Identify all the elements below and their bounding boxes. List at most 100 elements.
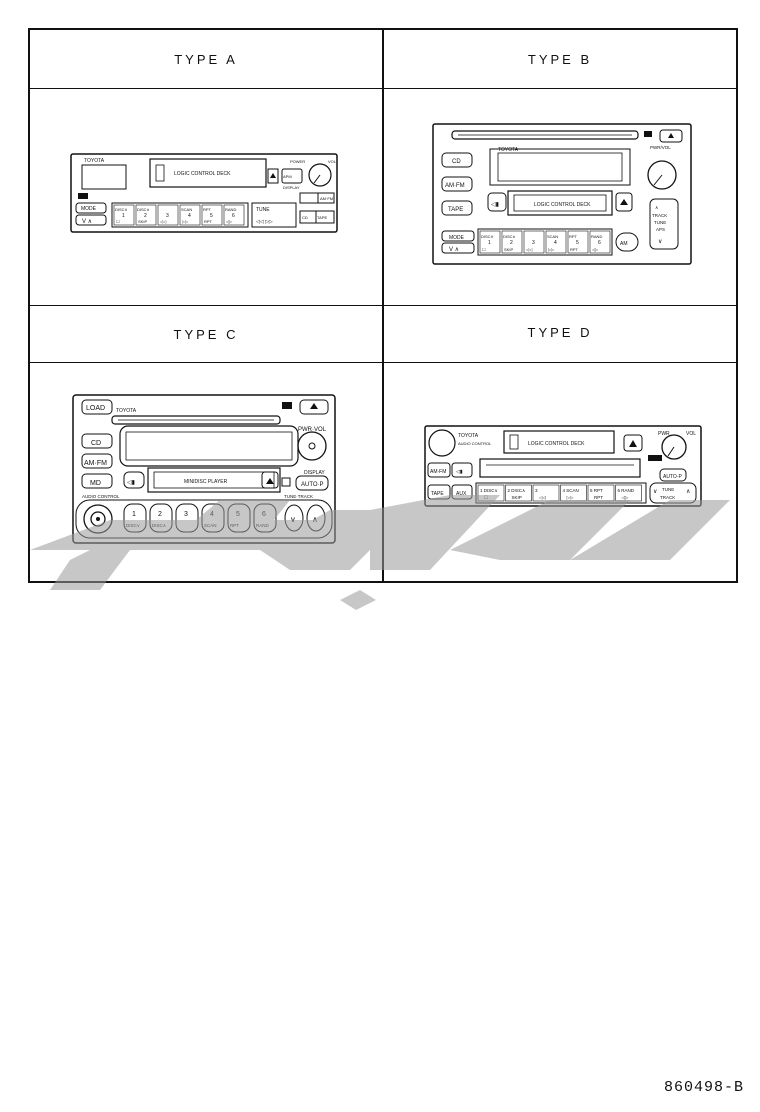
svg-text:◁▮: ◁▮ (491, 202, 499, 208)
grid-divider-row1 (28, 88, 738, 89)
c-display: DISPLAY (304, 470, 325, 476)
b-preset-sub: RPT (570, 247, 579, 252)
b-deck-label: LOGIC CONTROL DECK (534, 202, 591, 208)
c-audio-control: AUDIO CONTROL (82, 494, 120, 499)
a-tune: TUNE (256, 207, 270, 213)
b-preset-top: RPT (569, 234, 578, 239)
c-md: MD (90, 480, 101, 487)
d-preset-sub: ◁▷ (622, 495, 629, 500)
c-cd: CD (91, 440, 101, 447)
d-preset-top: 3 (535, 488, 538, 493)
grid-divider-row3 (28, 362, 738, 363)
b-preset-3[interactable] (523, 230, 545, 254)
b-preset-2[interactable] (501, 230, 523, 254)
d-preset-top: 6 RAND (618, 488, 635, 493)
b-preset-top: DISC∧ (503, 234, 516, 239)
a-deck-label: LOGIC CONTROL DECK (174, 171, 231, 177)
svg-text:◁▮: ◁▮ (127, 480, 135, 486)
a-preset-num: 4 (188, 213, 191, 219)
d-preset-2[interactable] (505, 484, 532, 502)
label-type-a: TYPE A (174, 52, 238, 67)
a-preset-buttons: DISC∨1☐DISC∧2SKIP3◁◁SCAN4▷▷RPT5RPTRAND6◁… (113, 204, 245, 226)
a-preset-1[interactable] (113, 204, 135, 226)
a-preset-num: 6 (232, 213, 235, 219)
a-display: DISPLAY (283, 185, 300, 190)
a-preset-num: 3 (166, 213, 169, 219)
b-preset-sub: ◁▷ (592, 247, 599, 252)
b-preset-top: RAND (591, 234, 602, 239)
b-track: TRACK (652, 213, 667, 218)
a-preset-sub: ☐ (116, 219, 120, 224)
svg-text:◁◁ ▷▷: ◁◁ ▷▷ (256, 219, 273, 225)
figure-id: 860498-B (663, 1079, 744, 1096)
d-vol: VOL (686, 431, 696, 437)
a-volume-knob (308, 163, 332, 187)
d-pwr: PWR (658, 431, 670, 437)
d-preset-3[interactable] (532, 484, 560, 502)
a-eject-icon (270, 173, 276, 178)
a-preset-4[interactable] (179, 204, 201, 226)
d-preset-top: 4 SCAN (563, 488, 579, 493)
c-preset-num: 2 (158, 511, 162, 518)
b-preset-sub: ▷▷ (548, 247, 555, 252)
b-preset-6[interactable] (589, 230, 611, 254)
svg-text:∨: ∨ (653, 489, 657, 495)
d-preset-sub: RPT (594, 495, 603, 500)
a-preset-2[interactable] (135, 204, 157, 226)
svg-text:∨: ∨ (658, 239, 662, 245)
a-preset-top: DISC∨ (115, 207, 128, 212)
d-preset-sub: ▷▷ (567, 495, 574, 500)
b-pwr-vol: PWR/VOL (650, 145, 671, 150)
a-amfm: AM·FM (320, 196, 333, 201)
c-brand: TOYOTA (116, 408, 137, 414)
c-load: LOAD (86, 405, 105, 412)
d-track: TRACK (660, 495, 675, 500)
a-tape: TAPE (317, 215, 327, 220)
radio-type-b: PWR/VOL TOYOTA CD AM·FM TAPE ◁▮ LOGIC CO… (432, 123, 692, 265)
a-cd: CD (302, 215, 308, 220)
b-amfm: AM·FM (445, 183, 465, 189)
b-preset-5[interactable] (567, 230, 589, 254)
d-audio-control: AUDIO CONTROL (458, 441, 492, 446)
watermark-logo (30, 495, 730, 610)
d-preset-top: 2 DISC∧ (508, 488, 527, 493)
b-aps: APS (656, 227, 665, 232)
b-preset-sub: ◁◁ (526, 247, 533, 252)
b-tape: TAPE (448, 207, 463, 213)
c-player-label: MINIDISC PLAYER (184, 479, 228, 485)
b-preset-num: 2 (510, 240, 513, 246)
a-preset-sub: SKIP (138, 219, 147, 224)
d-eject-icon (629, 440, 637, 447)
b-eject-icon (668, 133, 674, 138)
a-preset-sub: ▷▷ (182, 219, 189, 224)
a-preset-5[interactable] (201, 204, 223, 226)
a-power: POWER (290, 159, 305, 164)
c-preset-num: 1 (132, 511, 136, 518)
c-amfm: AM·FM (84, 460, 107, 467)
a-brand: TOYOTA (84, 158, 105, 164)
label-type-b: TYPE B (527, 52, 593, 67)
b-preset-4[interactable] (545, 230, 567, 254)
a-preset-top: RPT (203, 207, 212, 212)
a-vol: VOL (328, 159, 337, 164)
svg-text:V ∧: V ∧ (82, 219, 92, 225)
a-preset-top: RAND (225, 207, 236, 212)
a-preset-3[interactable] (157, 204, 179, 226)
b-tune: TUNE (654, 220, 666, 225)
svg-text:AM: AM (620, 241, 628, 247)
svg-text:◁▮: ◁▮ (456, 469, 463, 475)
b-preset-1[interactable] (479, 230, 501, 254)
b-preset-num: 4 (554, 240, 557, 246)
a-mode: MODE (81, 206, 97, 212)
b-preset-sub: ☐ (482, 247, 486, 252)
b-preset-top: DISC∨ (481, 234, 494, 239)
d-preset-sub: ◁◁ (539, 495, 546, 500)
a-preset-6[interactable] (223, 204, 245, 226)
b-preset-num: 3 (532, 240, 535, 246)
svg-text:∧: ∧ (655, 205, 659, 210)
b-brand: TOYOTA (498, 147, 519, 153)
d-aux: AUX (456, 491, 467, 497)
svg-text:∧: ∧ (686, 489, 690, 495)
b-preset-num: 5 (576, 240, 579, 246)
radio-type-a: TOYOTA LOGIC CONTROL DECK APM POWER VOL … (70, 153, 338, 233)
